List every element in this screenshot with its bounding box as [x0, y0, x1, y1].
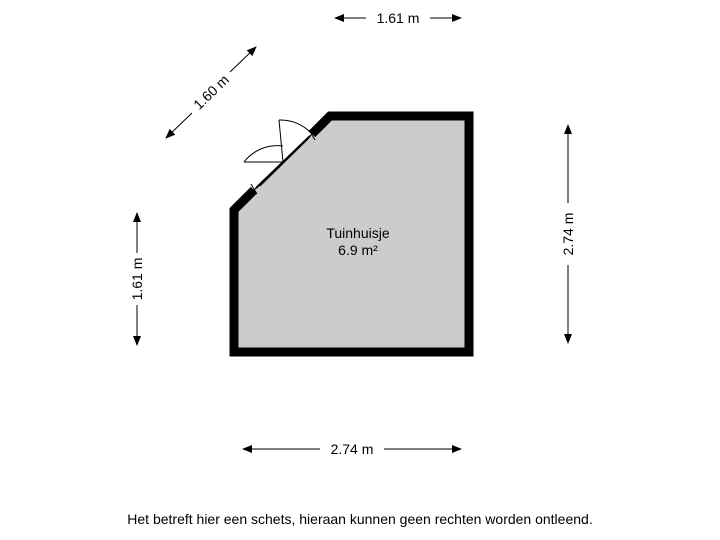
- disclaimer-text: Het betreft hier een schets, hieraan kun…: [127, 511, 593, 527]
- dimension-right-label: 2.74 m: [560, 213, 576, 256]
- dimension-right: 2.74 m: [560, 124, 576, 344]
- dimension-left-label: 1.61 m: [129, 258, 145, 301]
- double-door: [243, 119, 316, 195]
- room-name: Tuinhuisje: [326, 225, 390, 241]
- dimension-left: 1.61 m: [129, 212, 145, 346]
- dimension-diagonal: 1.60 m: [165, 46, 257, 139]
- dimension-top-label: 1.61 m: [377, 10, 420, 26]
- room-area: 6.9 m²: [338, 242, 378, 258]
- dimension-top: 1.61 m: [334, 10, 462, 26]
- dimension-bottom: 2.74 m: [242, 441, 462, 457]
- room-tuinhuisje: Tuinhuisje 6.9 m²: [229, 111, 474, 357]
- room-floor: [234, 116, 469, 352]
- dimension-diagonal-label: 1.60 m: [190, 71, 232, 112]
- wall: [229, 111, 474, 357]
- dimension-bottom-label: 2.74 m: [331, 441, 374, 457]
